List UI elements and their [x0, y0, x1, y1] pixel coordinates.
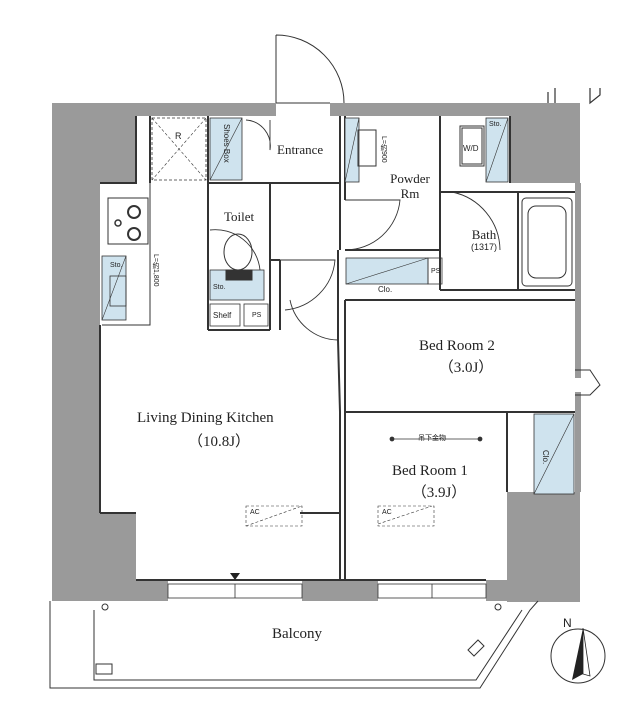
entrance-label: Entrance	[277, 142, 324, 157]
bed2-size: （3.0J）	[438, 360, 494, 376]
stove-icon	[107, 197, 149, 245]
fridge-space	[151, 117, 207, 181]
exterior-corner	[547, 88, 601, 105]
kitchen-length-label: L=約1,800	[152, 254, 159, 287]
interior-walls	[99, 116, 575, 581]
bath-label: Bath	[471, 227, 497, 242]
sto-toilet-label: Sto.	[213, 284, 226, 291]
bath-size: (1317)	[470, 242, 498, 252]
sto-kitchen-label: Sto.	[110, 262, 123, 269]
compass-icon	[550, 627, 606, 684]
side-window-marker	[575, 369, 601, 396]
balcony-outline	[49, 600, 539, 689]
shelf-label: Shelf	[213, 311, 232, 320]
compass-letter: N	[563, 616, 572, 630]
interior-doors	[209, 119, 501, 341]
kitchen-sink	[109, 275, 127, 307]
fridge-label: R	[175, 131, 182, 141]
toilet-shelf-boxes	[209, 303, 269, 327]
toilet-label: Toilet	[224, 209, 255, 224]
ceiling-note-label: 吊下金物	[418, 435, 446, 442]
kitchen-counter-edge	[102, 183, 151, 326]
ps-label-1: PS	[252, 312, 262, 319]
ac-label-2: AC	[382, 509, 392, 516]
ac-label-1: AC	[250, 509, 260, 516]
storage-hatching	[101, 117, 575, 527]
toilet-icon	[223, 233, 253, 281]
shoes-box-label: Shoes Box	[222, 124, 231, 163]
entrance-door	[275, 34, 345, 104]
balcony-windows	[167, 583, 487, 599]
bed2-name: Bed Room 2	[419, 338, 495, 354]
ac-units	[245, 505, 435, 527]
closet-label-2: Clo.	[378, 285, 393, 294]
wd-label: W/D	[463, 144, 479, 153]
vanity-sink	[357, 129, 377, 167]
balcony-label: Balcony	[272, 626, 322, 642]
exterior-walls	[52, 103, 581, 602]
sto-wd-label: Sto.	[489, 121, 502, 128]
ps-box-2	[427, 257, 443, 285]
bed1-size: （3.9J）	[411, 485, 467, 501]
ceiling-hanger-line	[389, 436, 483, 442]
closet-label-1: Clo.	[541, 450, 550, 465]
entry-marker-icon	[230, 573, 240, 580]
vanity-length-label: L=約900	[380, 136, 387, 163]
powder-label-1: Powder	[390, 171, 430, 186]
ldk-name: Living Dining Kitchen	[137, 410, 274, 426]
washer-icon	[459, 125, 485, 167]
bed1-name: Bed Room 1	[392, 463, 468, 479]
powder-label-2: Rm	[400, 186, 420, 201]
ldk-size: （10.8J）	[187, 434, 251, 450]
ps-label-2: PS	[431, 268, 441, 275]
bathtub-icon	[521, 197, 573, 287]
